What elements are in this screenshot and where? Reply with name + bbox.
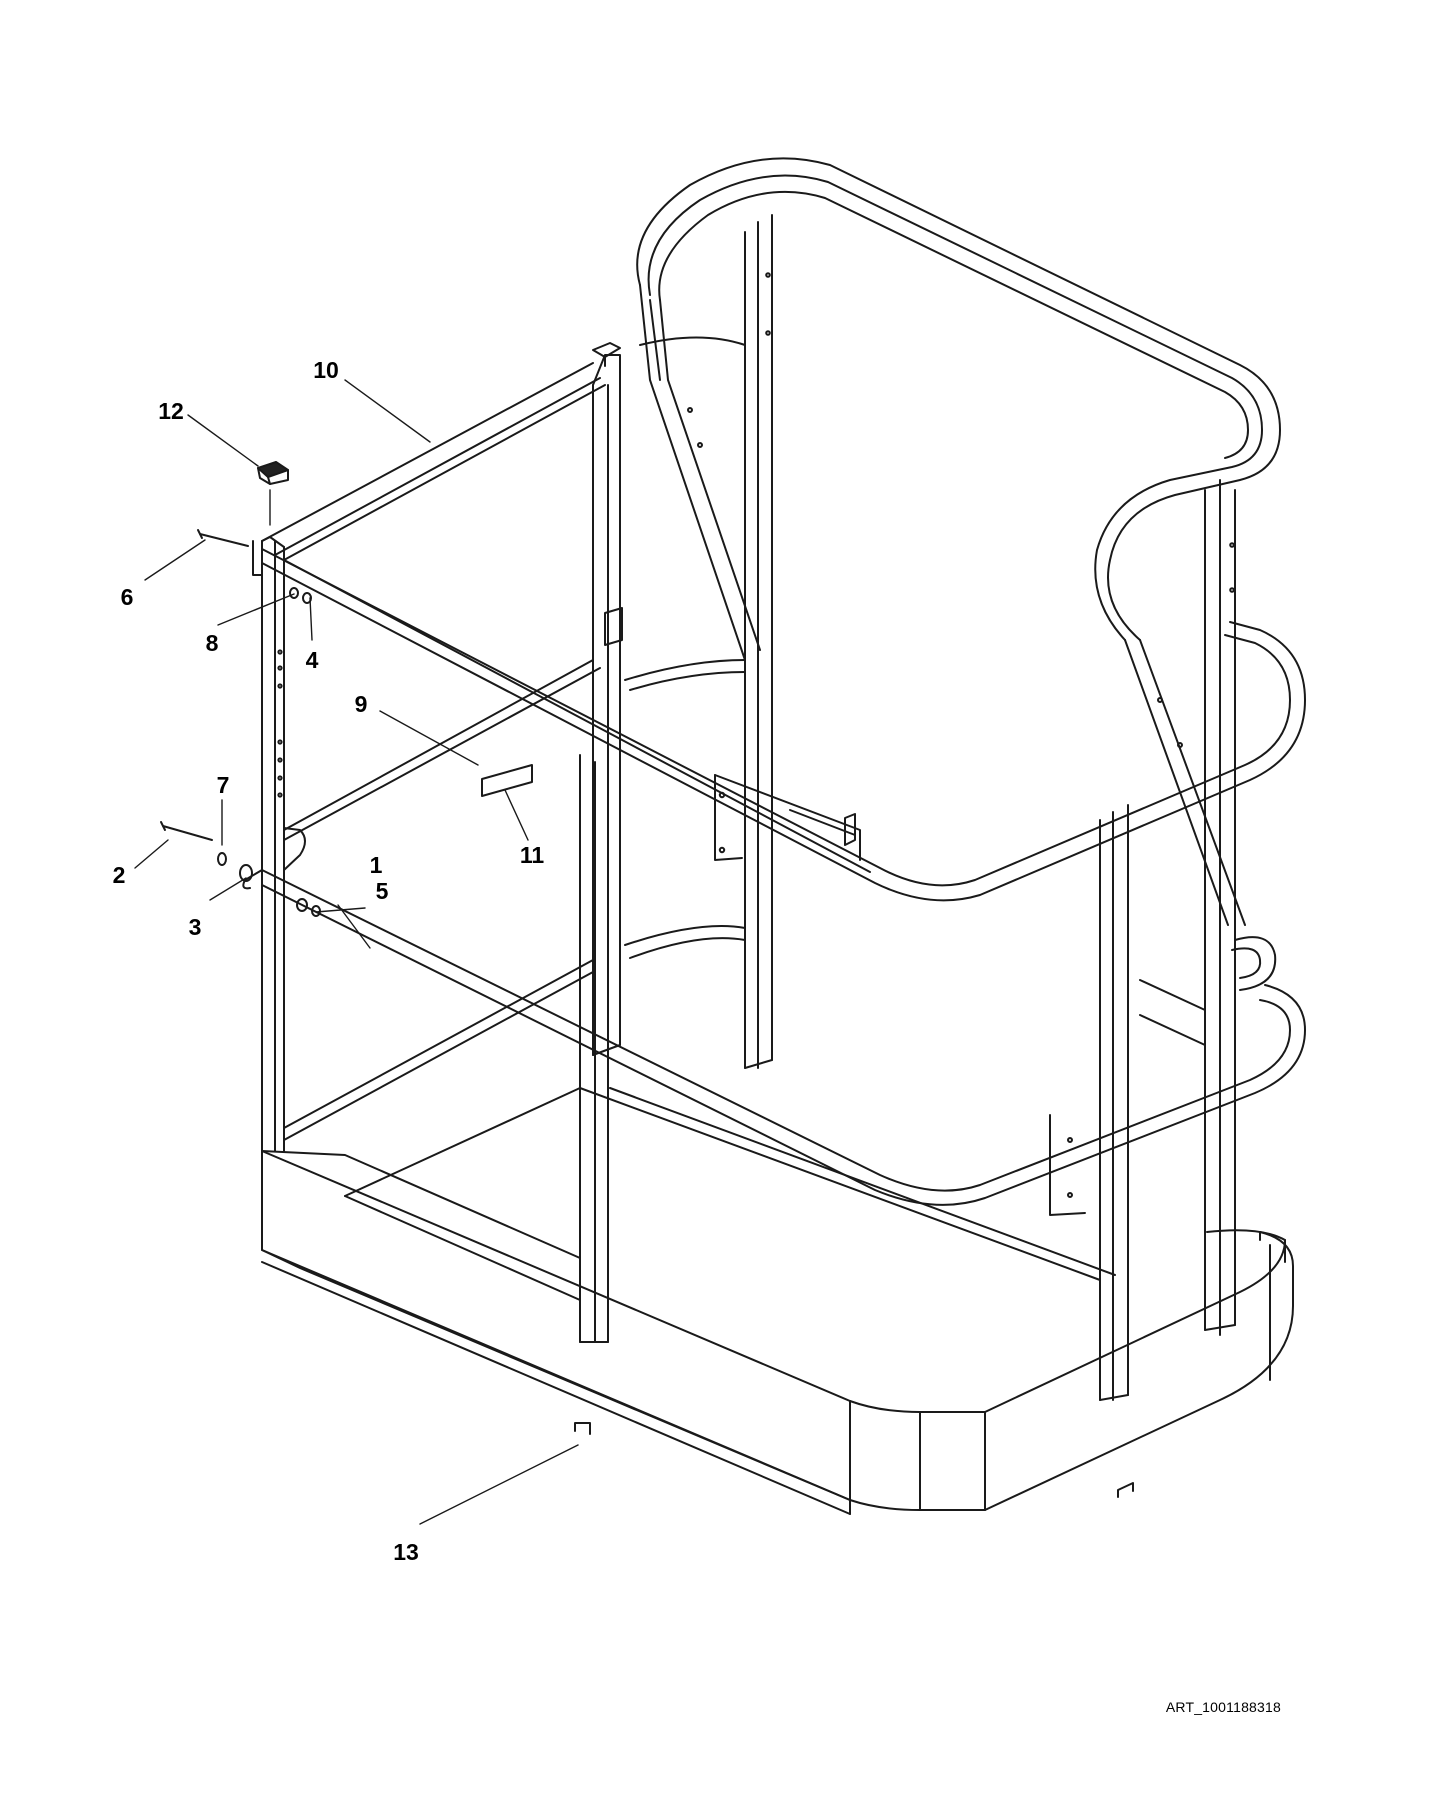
inner-floor-opening: [624, 336, 746, 959]
callout-13: 13: [393, 1539, 419, 1565]
right-posts: [1099, 479, 1236, 1401]
callout-10: 10: [313, 357, 339, 383]
callout-3: 3: [189, 914, 202, 940]
callout-2: 2: [113, 862, 126, 888]
callout-7: 7: [217, 772, 230, 798]
callout-1: 1: [370, 852, 383, 878]
end-cap-12: [257, 461, 289, 485]
callout-8: 8: [206, 630, 219, 656]
callout-9: 9: [355, 691, 368, 717]
bolt-2: [162, 825, 213, 841]
callout-labels: 1 2 3 4 5 6 7 8 9 10 11 12 13: [113, 357, 545, 1565]
back-center-post: [744, 214, 773, 1069]
floor-plate: [344, 1087, 1116, 1301]
leader-lines: [134, 379, 579, 1525]
top-rail-loop: [636, 157, 1281, 926]
callout-6: 6: [121, 584, 134, 610]
callout-12: 12: [158, 398, 184, 424]
top-gate-rail: [261, 362, 606, 561]
art-id: ART_1001188318: [1165, 1699, 1281, 1715]
left-front-post: [252, 536, 285, 1152]
decal-11: [481, 764, 533, 797]
washer-7: [217, 852, 227, 866]
rear-mounting-brackets: [714, 774, 1206, 1216]
back-left-post: [592, 342, 623, 1056]
callout-5: 5: [376, 878, 389, 904]
callout-11: 11: [520, 842, 545, 868]
hardware: [160, 461, 533, 917]
mid-rail-loop: [261, 548, 1306, 902]
bolt-6: [199, 533, 249, 547]
lower-rail-loop: [261, 869, 1306, 1206]
floor-tray: [261, 1150, 1294, 1515]
callout-4: 4: [306, 647, 319, 673]
left-mid-rail: [283, 659, 601, 1141]
